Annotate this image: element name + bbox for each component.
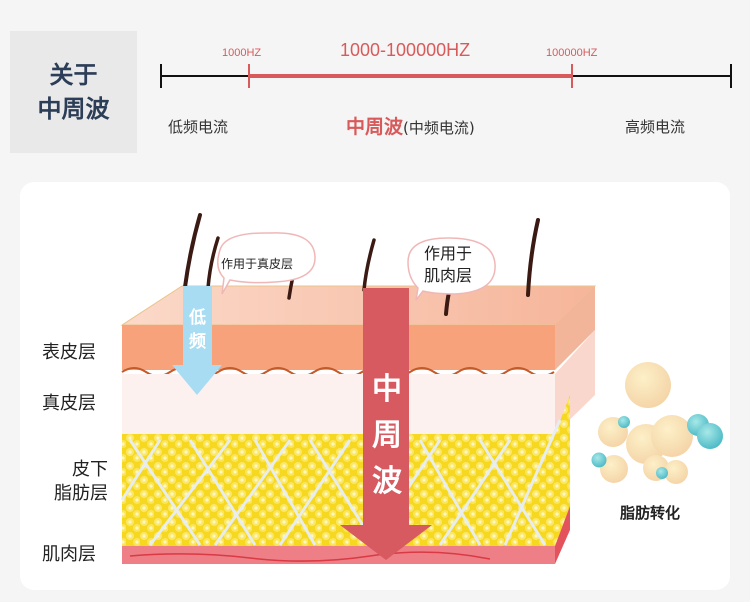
bubble-muscle-target: 作用于 肌肉层 [424, 243, 472, 287]
category-high: 高频电流 [625, 118, 686, 136]
title-box: 关于 中周波 [10, 31, 137, 153]
fat-conversion-label: 脂肪转化 [620, 504, 681, 522]
mid-arrow-char-2: 周 [372, 418, 402, 453]
label-100000hz: 100000HZ [546, 47, 598, 59]
low-frequency-arrow-label: 低 频 [185, 306, 210, 354]
mid-arrow-char-3: 波 [372, 464, 402, 499]
mid-wave-arrow-label: 中 周 波 [365, 367, 409, 505]
title-line-2: 中周波 [37, 95, 110, 123]
mid-arrow-char-1: 中 [372, 372, 402, 407]
category-low: 低频电流 [168, 118, 229, 136]
tick-start [160, 64, 162, 88]
layer-label-subcutaneous-line2: 脂肪层 [54, 483, 108, 504]
bubble-dermis-target: 作用于真皮层 [221, 257, 294, 271]
layer-label-dermis: 真皮层 [42, 393, 96, 414]
mid-range-line [249, 74, 572, 78]
category-mid: 中周波(中频电流) [346, 112, 475, 139]
title-line-1: 关于 [49, 61, 98, 89]
tick-100000hz [571, 64, 573, 88]
low-range-line [160, 75, 249, 77]
layer-label-muscle: 肌肉层 [42, 544, 96, 565]
high-range-line [572, 75, 731, 77]
bubble-muscle-line1: 作用于 [424, 244, 473, 263]
tick-end [730, 64, 732, 88]
low-arrow-char-2: 频 [189, 332, 206, 352]
label-1000hz: 1000HZ [222, 47, 262, 59]
frequency-scale: 1000HZ 1000-100000HZ 100000HZ 低频电流 中周波(中… [160, 40, 735, 140]
layer-label-subcutaneous-line1: 皮下 [72, 459, 108, 480]
bubble-muscle-line2: 肌肉层 [424, 266, 473, 285]
label-range: 1000-100000HZ [340, 40, 471, 60]
layer-label-epidermis: 表皮层 [42, 342, 96, 363]
tick-1000hz [248, 64, 250, 88]
category-mid-sub: (中频电流) [403, 119, 475, 137]
low-arrow-char-1: 低 [189, 308, 206, 328]
layer-label-subcutaneous-fat: 皮下 脂肪层 [42, 458, 108, 506]
category-mid-main: 中周波 [346, 116, 404, 138]
